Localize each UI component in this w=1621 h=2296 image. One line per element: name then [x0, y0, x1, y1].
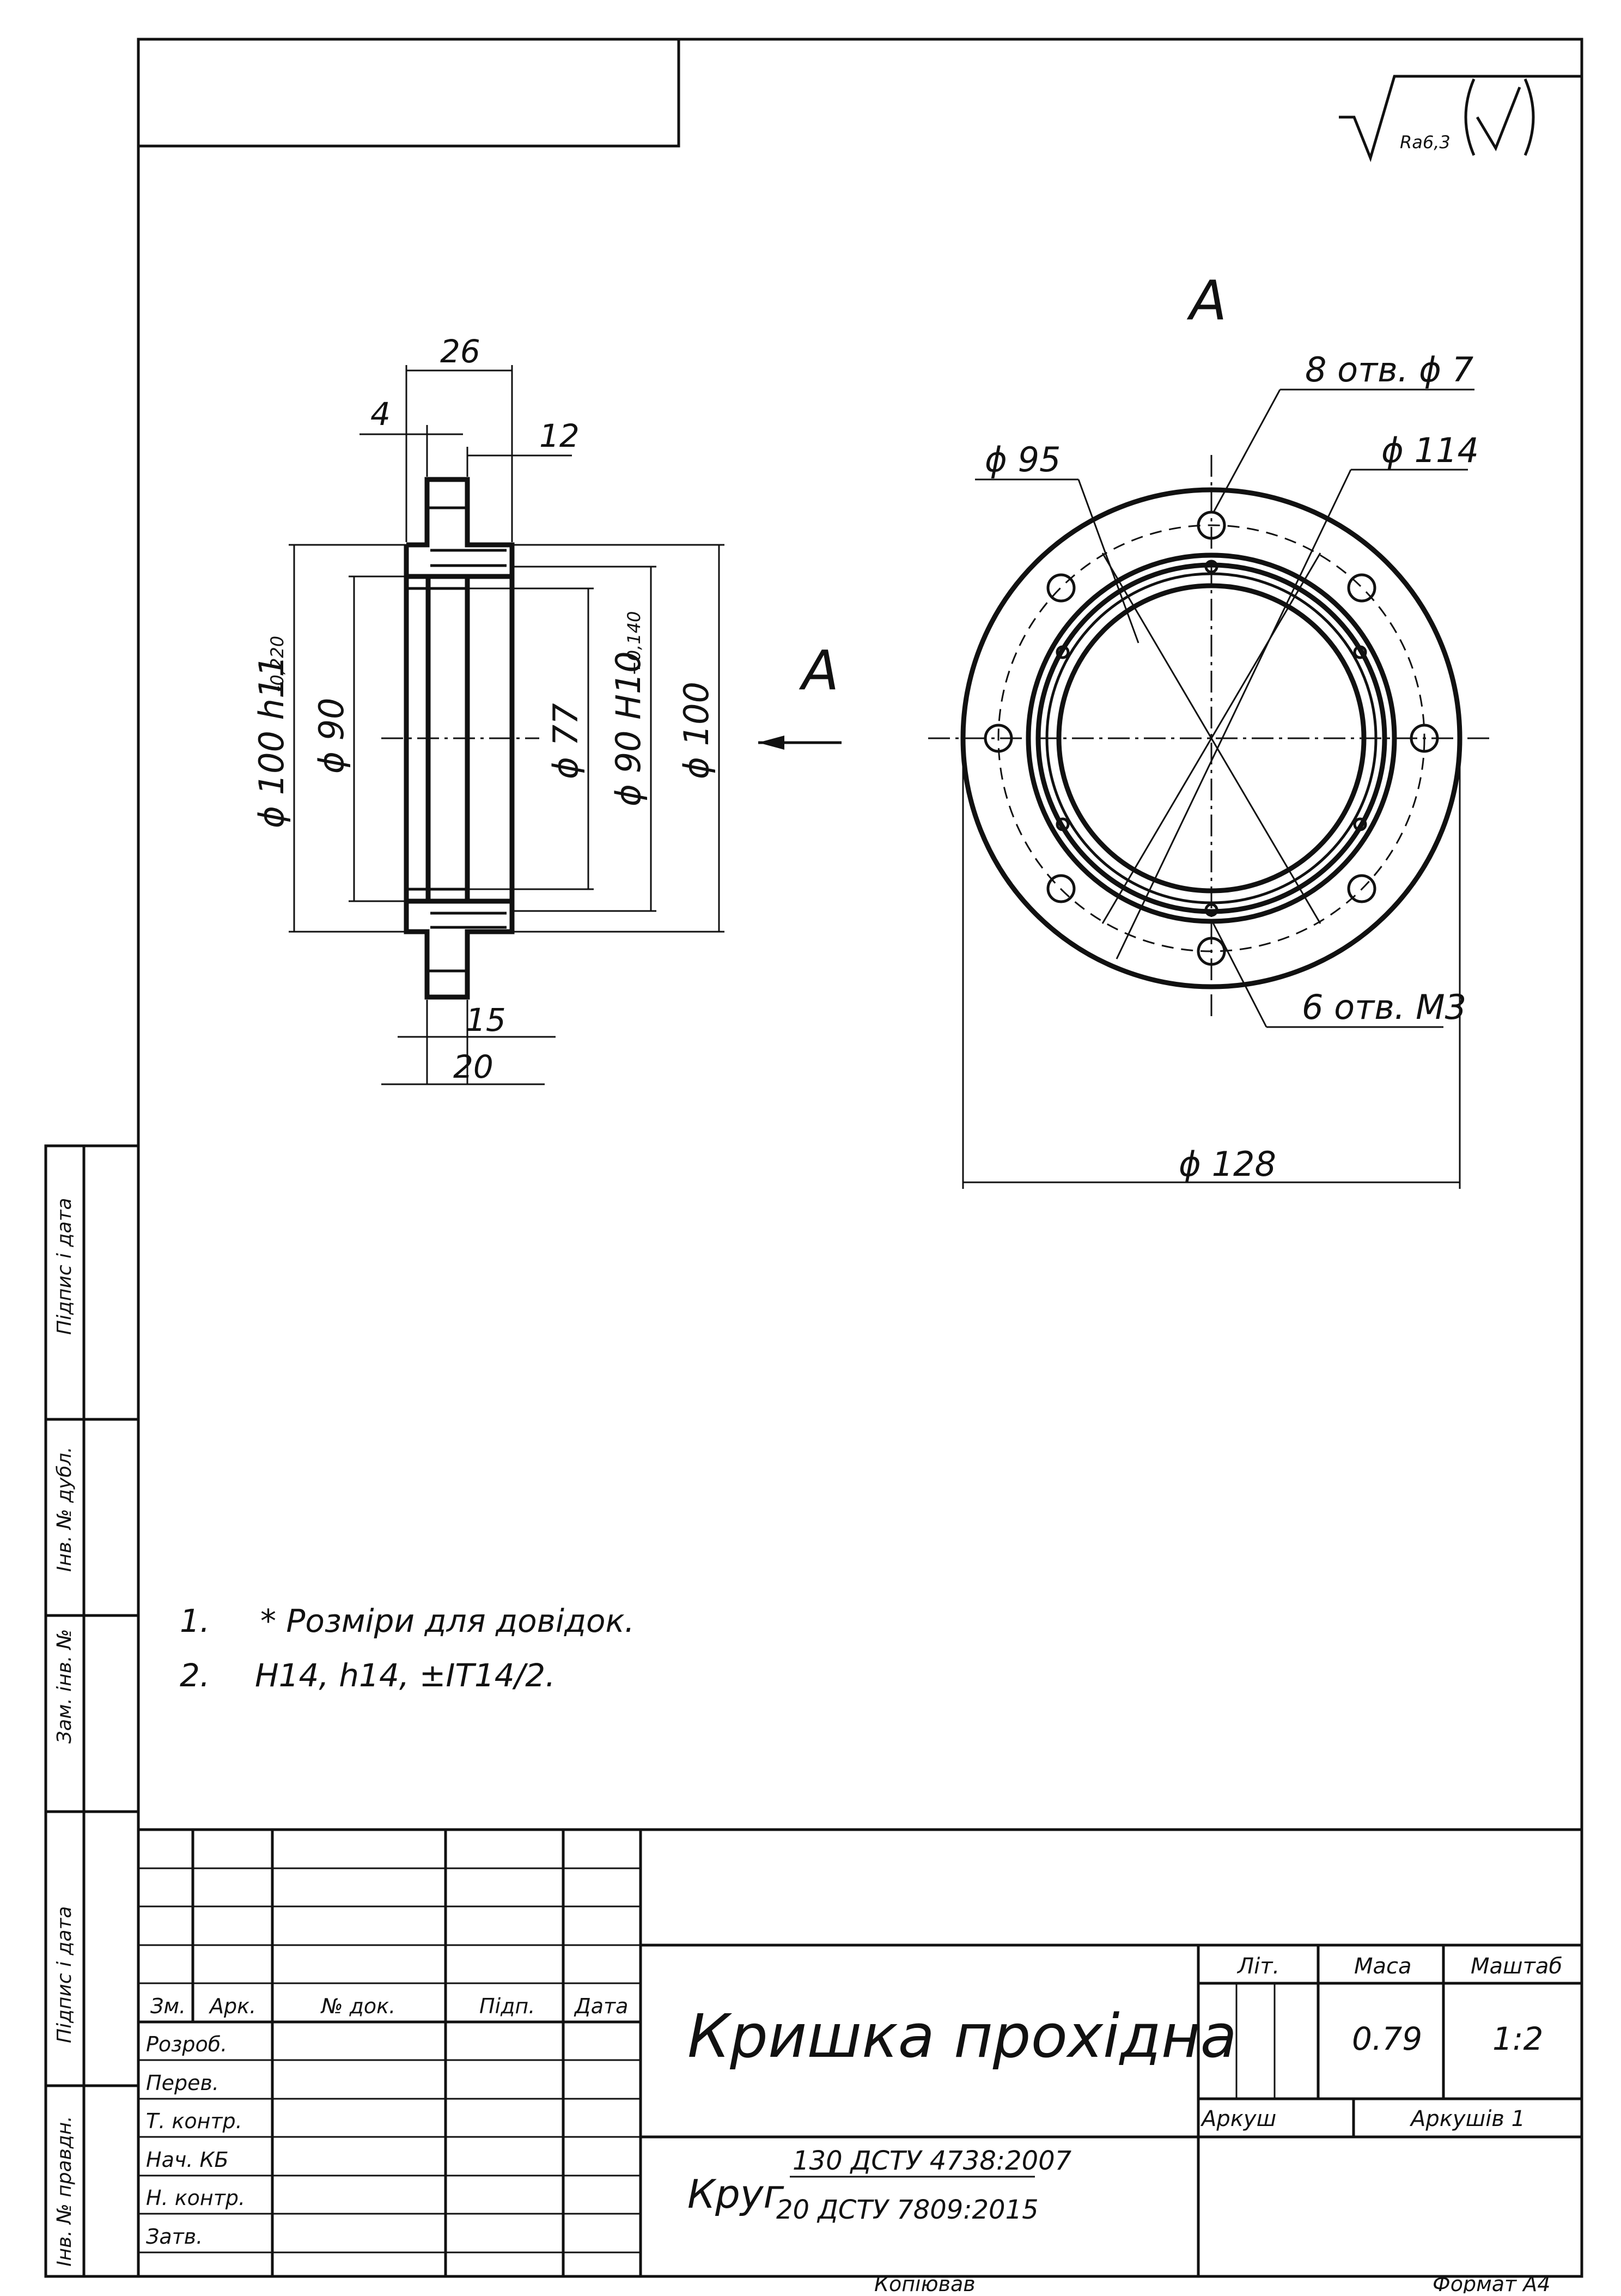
role-norm-control: Н. контр.	[146, 2186, 245, 2210]
roughness-symbol: Ra6,3	[1339, 75, 1581, 162]
role-tech-control: Т. контр.	[146, 2109, 242, 2133]
dim-d100: ϕ 100	[677, 682, 716, 779]
col-header-doc: № док.	[320, 1994, 395, 2018]
dim-20: 20	[453, 1048, 493, 1085]
section-view	[381, 477, 539, 1000]
view-a-label: A	[1186, 269, 1227, 332]
bolt-holes	[984, 511, 1439, 966]
note-2-num: 2.	[180, 1657, 210, 1694]
role-developed: Розроб.	[146, 2032, 227, 2056]
holes-6-label: 6 отв. М3	[1302, 987, 1466, 1027]
col-header-sheet: Арк.	[208, 1994, 256, 2018]
view-direction-arrow	[758, 736, 842, 750]
holes-8-label: 8 отв. ϕ 7	[1305, 350, 1473, 390]
sheet-label: Аркуш	[1200, 2106, 1276, 2131]
lit-label: Літ.	[1236, 1954, 1279, 1979]
footer-format: Формат А4	[1433, 2272, 1550, 2293]
role-approved: Затв.	[146, 2225, 203, 2249]
side-stamp-signature-1: Підпис і дата	[53, 1198, 76, 1335]
mass-label: Маса	[1354, 1954, 1412, 1979]
mass-value: 0.79	[1352, 2020, 1422, 2057]
title-block: Зм. Арк. № док. Підп. Дата Розроб. Перев…	[138, 1828, 1582, 2276]
side-stamp-signature-2: Підпис і дата	[53, 1906, 76, 2043]
section-dimensions: 26 4 12 15 20 ϕ 100 h11 -0,220	[252, 333, 724, 1085]
scale-value: 1:2	[1492, 2020, 1543, 2057]
material-word: Круг	[687, 2171, 784, 2217]
threaded-holes	[1056, 560, 1367, 917]
note-1-text: * Розміри для довідок.	[260, 1602, 635, 1639]
dim-d100h11-tol: -0,220	[267, 636, 288, 692]
view-arrow-label: A	[799, 639, 839, 702]
material-top: 130 ДСТУ 4738:2007	[793, 2146, 1072, 2176]
col-header-change: Зм.	[150, 1994, 186, 2018]
material-bottom: 20 ДСТУ 7809:2015	[776, 2195, 1039, 2225]
sheets-count-label: Аркушів 1	[1409, 2106, 1525, 2131]
roughness-label: Ra6,3	[1400, 132, 1451, 153]
note-2-text: H14, h14, ±IT14/2.	[255, 1657, 556, 1694]
top-left-stamp-box	[137, 38, 680, 148]
note-1-num: 1.	[180, 1602, 210, 1639]
dim-d114: ϕ 114	[1381, 430, 1479, 470]
side-stamp-dup-inv: Інв. № дубл.	[53, 1447, 76, 1572]
dim-15: 15	[466, 1001, 506, 1038]
dim-4: 4	[370, 396, 391, 433]
dim-d128: ϕ 128	[1179, 1144, 1276, 1184]
dim-d90H10: ϕ 90 H10	[608, 651, 648, 806]
front-view	[928, 455, 1495, 1022]
col-header-date: Дата	[574, 1994, 628, 2018]
notes: 1. * Розміри для довідок. 2. H14, h14, ±…	[180, 1602, 635, 1694]
dim-d90H10-tol: +0,140	[624, 611, 644, 676]
role-checked: Перев.	[146, 2071, 219, 2095]
side-stamp-orig-inv: Інв. № правдн.	[53, 2116, 76, 2267]
dim-d77: ϕ 77	[546, 703, 586, 780]
front-dimensions: 8 отв. ϕ 7 ϕ 95 ϕ 114 6 отв. М3 ϕ 128	[962, 350, 1479, 1189]
scale-label: Маштаб	[1471, 1954, 1562, 1979]
side-stamp: Підпис і дата Інв. № дубл. Зам. інв. № П…	[44, 1144, 140, 2278]
dim-d95: ϕ 95	[985, 440, 1061, 479]
dim-12: 12	[539, 417, 580, 454]
dim-d100h11: ϕ 100 h11	[252, 655, 291, 828]
dim-26: 26	[440, 333, 480, 370]
side-stamp-replace-inv: Зам. інв. №	[53, 1629, 76, 1744]
role-head-kb: Нач. КБ	[146, 2148, 229, 2172]
part-title: Кришка прохідна	[687, 2001, 1237, 2071]
footer-copied: Копіював	[874, 2272, 976, 2293]
col-header-signature: Підп.	[479, 1994, 535, 2018]
dim-d90: ϕ 90	[312, 698, 351, 774]
